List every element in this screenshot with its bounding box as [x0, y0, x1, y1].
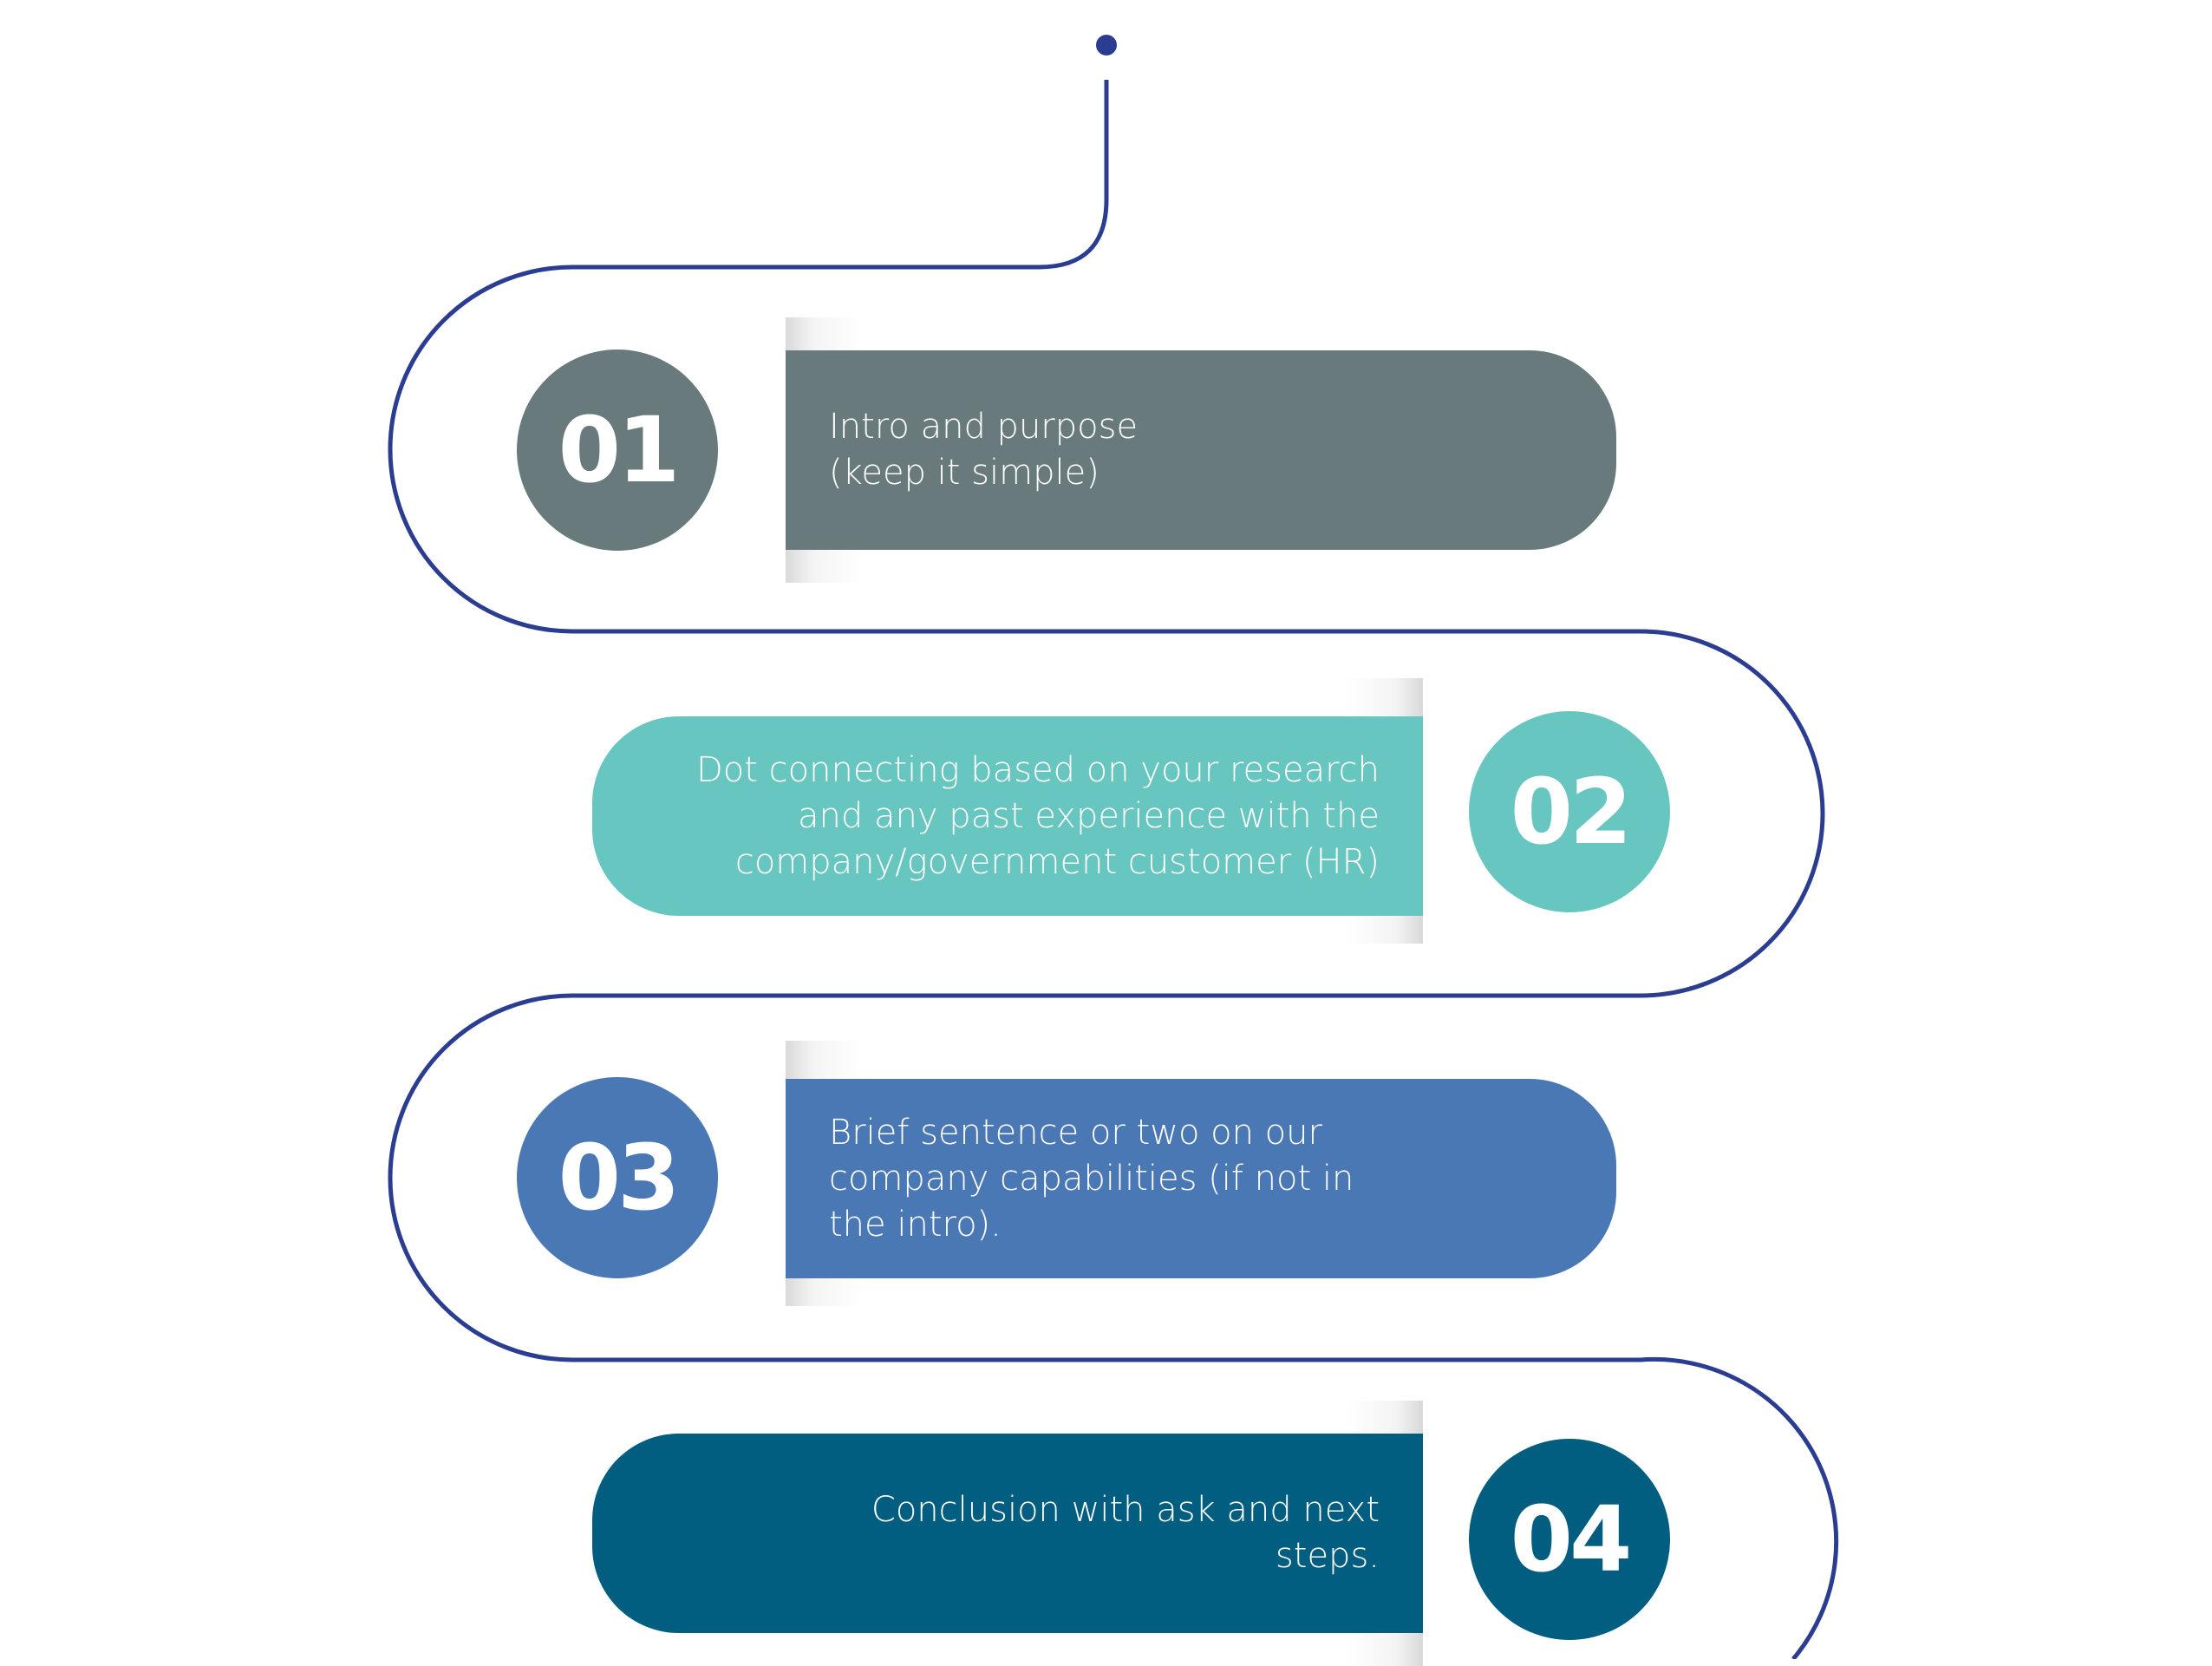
step-02-text-line: and any past experience with the [798, 795, 1380, 836]
step-04-box: Conclusion with ask and next steps. [592, 1434, 1423, 1633]
step-01-text-line: Intro and purpose [829, 407, 1139, 447]
step-03-text-line: Brief sentence or two on our [829, 1112, 1322, 1153]
path-curve [388, 80, 1839, 1659]
step-03-text-line: company capabilities (if not in [829, 1158, 1354, 1199]
path-start-dot [1096, 35, 1117, 56]
step-03-number: 03 [517, 1077, 718, 1278]
step-01-number: 01 [517, 350, 718, 551]
step-03-text-line: the intro). [829, 1204, 1002, 1245]
step-02-text-line: Dot connecting based on your research [695, 749, 1380, 790]
step-02-box: Dot connecting based on your research an… [592, 716, 1423, 916]
step-02-number: 02 [1469, 711, 1670, 912]
step-04-number: 04 [1469, 1439, 1670, 1640]
step-03-box: Brief sentence or two on our company cap… [786, 1079, 1616, 1278]
step-04-text-line: Conclusion with ask and next [871, 1490, 1380, 1530]
step-04-text-line: steps. [1275, 1536, 1380, 1576]
step-01-text-line: (keep it simple) [829, 453, 1099, 493]
step-01-box: Intro and purpose (keep it simple) [786, 350, 1616, 550]
step-02-text-line: company/government customer (HR) [734, 841, 1380, 882]
